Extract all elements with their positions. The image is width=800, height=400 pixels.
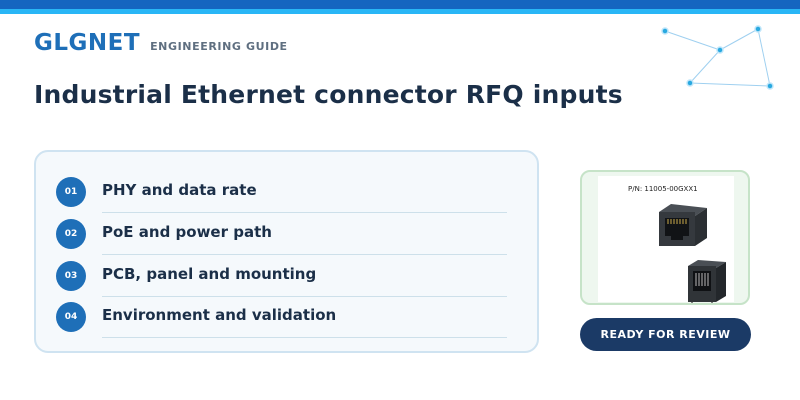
top-accent-bar bbox=[0, 0, 800, 14]
step-number-badge: 02 bbox=[56, 219, 86, 249]
step-divider bbox=[102, 254, 507, 255]
ready-for-review-button[interactable]: READY FOR REVIEW bbox=[580, 318, 751, 351]
step-item: 04 Environment and validation bbox=[56, 296, 507, 338]
brand-subtitle: ENGINEERING GUIDE bbox=[150, 40, 288, 53]
step-number-badge: 04 bbox=[56, 302, 86, 332]
step-item: 01 PHY and data rate bbox=[56, 171, 507, 213]
step-divider bbox=[102, 296, 507, 297]
network-graph-icon bbox=[661, 25, 774, 90]
rj45-jack-icon bbox=[659, 204, 707, 246]
step-label: PHY and data rate bbox=[102, 181, 257, 199]
brand-logo-text: GLGNET bbox=[34, 30, 141, 56]
step-label: Environment and validation bbox=[102, 306, 337, 324]
brand-header: GLGNET ENGINEERING GUIDE bbox=[34, 30, 288, 56]
step-divider bbox=[102, 212, 507, 213]
step-label: PCB, panel and mounting bbox=[102, 265, 317, 283]
step-label: PoE and power path bbox=[102, 223, 272, 241]
product-image-card: P/N: 11005-00GXX1 bbox=[580, 170, 750, 305]
part-number-label: P/N: 11005-00GXX1 bbox=[628, 185, 698, 193]
step-item: 03 PCB, panel and mounting bbox=[56, 255, 507, 297]
step-number-badge: 03 bbox=[56, 261, 86, 291]
step-divider bbox=[102, 337, 507, 338]
step-item: 02 PoE and power path bbox=[56, 213, 507, 255]
rj45-jack-icon bbox=[688, 260, 726, 303]
rfq-steps-card: 01 PHY and data rate 02 PoE and power pa… bbox=[34, 150, 539, 353]
product-photo: P/N: 11005-00GXX1 bbox=[598, 176, 734, 303]
page-title: Industrial Ethernet connector RFQ inputs bbox=[34, 80, 623, 109]
step-number-badge: 01 bbox=[56, 177, 86, 207]
